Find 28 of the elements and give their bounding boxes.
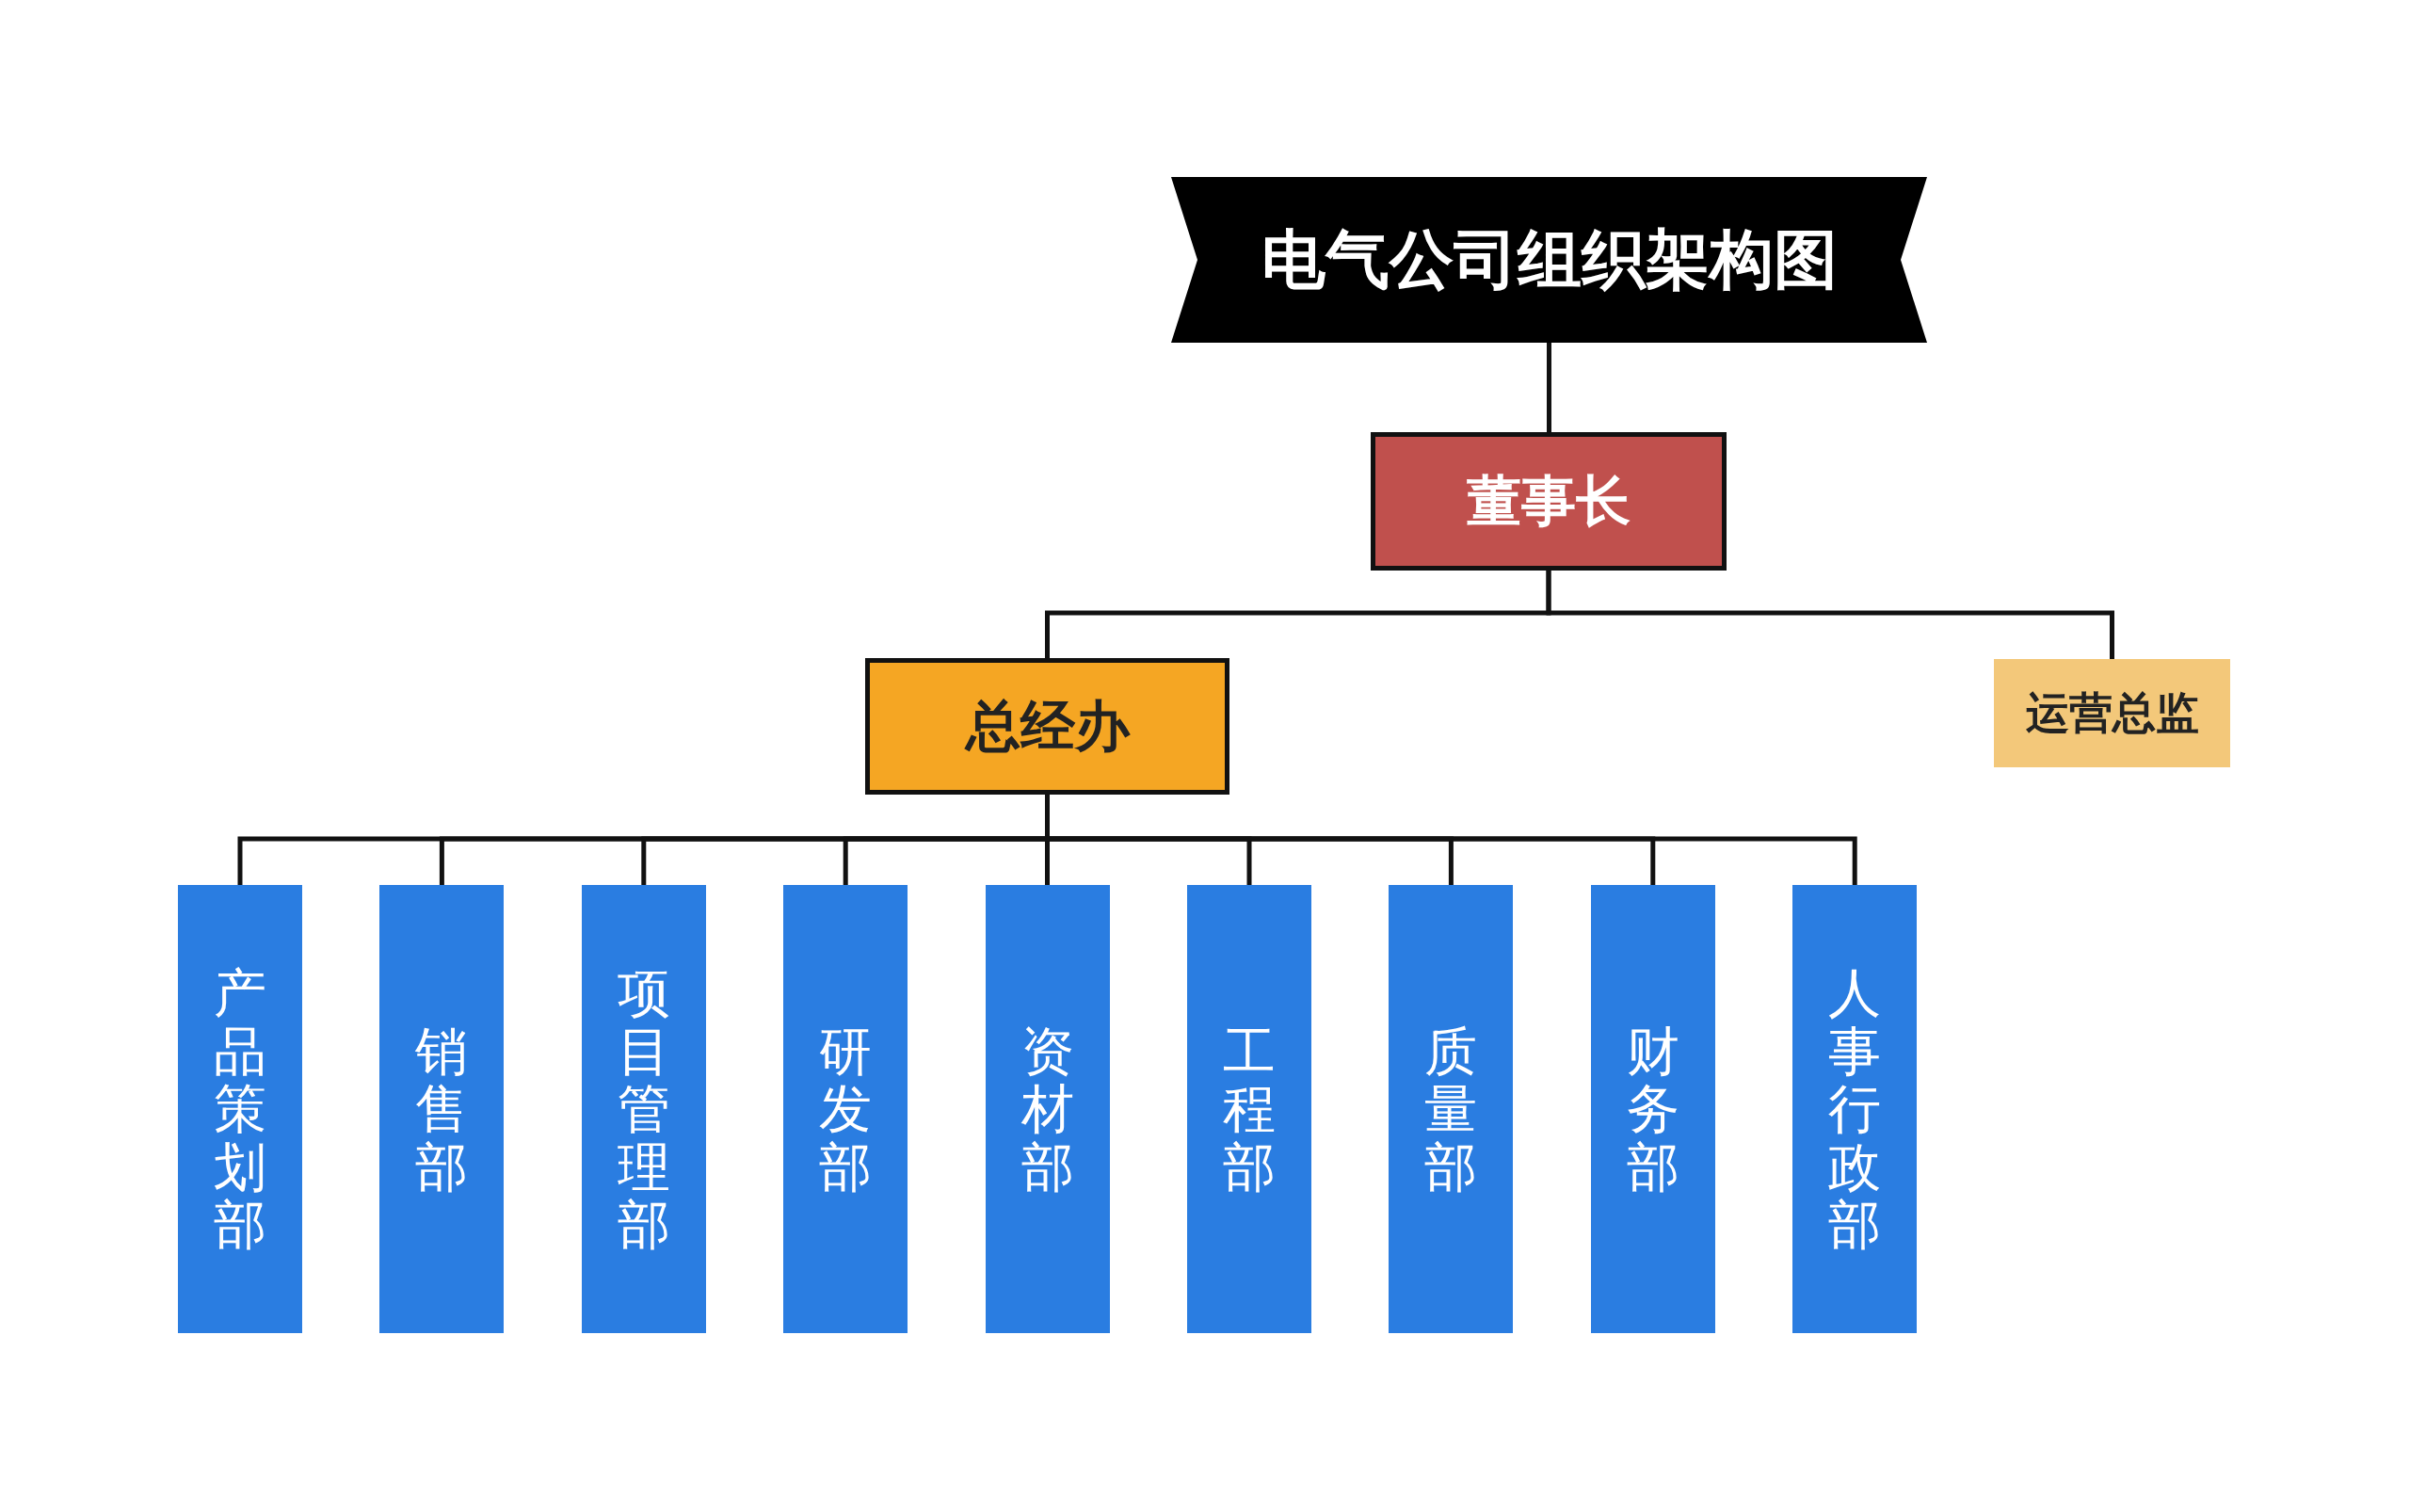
office-box xyxy=(865,658,1229,795)
node-label: 总经办 xyxy=(965,692,1130,760)
node-label: 董事长 xyxy=(1467,467,1631,535)
node-label: 产品策划部 xyxy=(214,964,266,1254)
department-box xyxy=(1792,885,1918,1333)
node-label: 研发部 xyxy=(819,1021,873,1197)
node-label: 资材部 xyxy=(1020,1021,1074,1197)
department-box xyxy=(783,885,908,1333)
department-box xyxy=(1389,885,1514,1333)
node-label: 销售部 xyxy=(415,1021,469,1197)
director-box xyxy=(1994,659,2230,767)
department-box xyxy=(985,885,1110,1333)
department-box xyxy=(1187,885,1311,1333)
title-banner xyxy=(1171,177,1927,343)
node-label: 项目管理部 xyxy=(617,964,670,1254)
connector-line xyxy=(1546,571,2114,659)
department-box xyxy=(1590,885,1715,1333)
department-box xyxy=(379,885,505,1333)
node-label: 工程部 xyxy=(1223,1021,1276,1197)
node-label: 人事行政部 xyxy=(1828,964,1882,1254)
node-label: 电气公司组织架构图 xyxy=(1261,220,1838,298)
node-label: 财务部 xyxy=(1626,1021,1679,1197)
connector-line xyxy=(1547,343,1551,432)
department-box xyxy=(178,885,302,1333)
department-box xyxy=(581,885,706,1333)
node-label: 质量部 xyxy=(1424,1021,1478,1197)
chairman-box xyxy=(1371,432,1727,571)
node-label: 运营总监 xyxy=(2025,685,2199,740)
